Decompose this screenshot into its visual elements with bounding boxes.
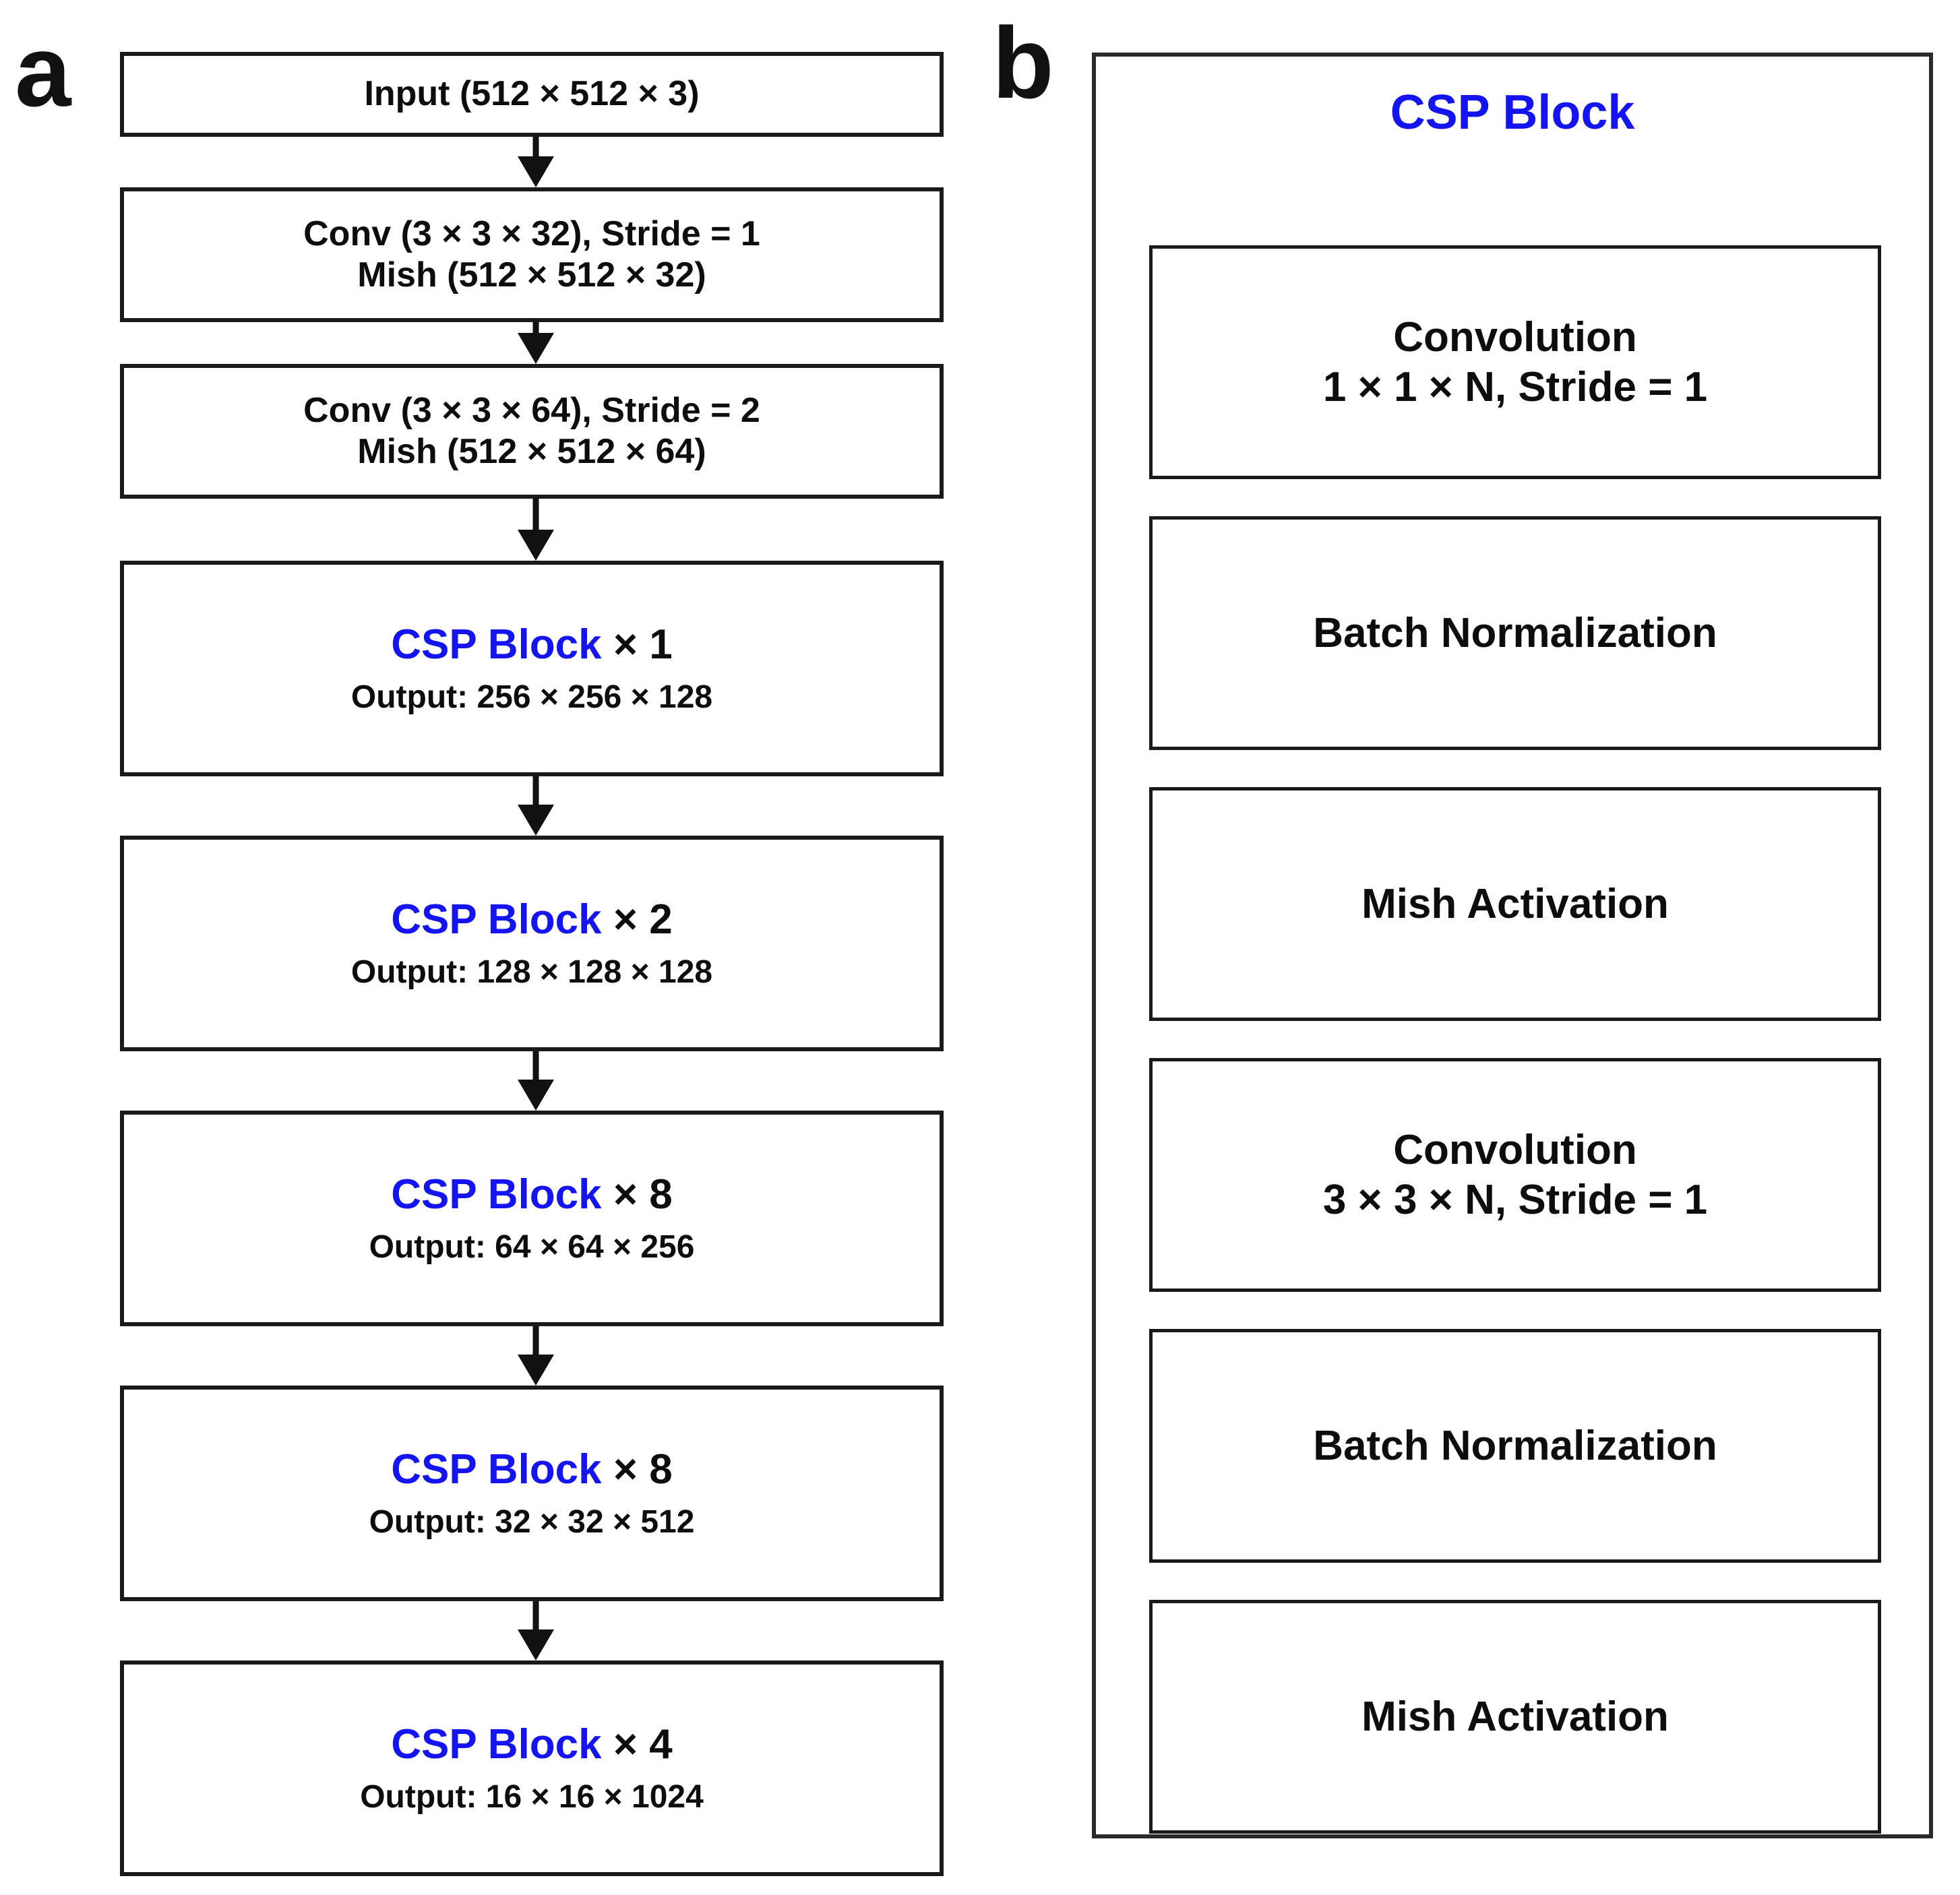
csp-label-blue-1: CSP Block	[391, 621, 602, 669]
flow-box-conv64-line-2: Mish (512 × 512 × 64)	[357, 432, 706, 471]
csp-step-conv-1x1-line-2: 1 × 1 × N, Stride = 1	[1322, 363, 1708, 410]
flow-box-conv32[interactable]: Conv (3 × 3 × 32), Stride = 1 Mish (512 …	[120, 187, 944, 322]
csp-multiplier-3: × 8	[601, 1171, 673, 1218]
flow-box-csp-block-2[interactable]: CSP Block × 2 Output: 128 × 128 × 128	[120, 836, 944, 1051]
flow-box-conv64[interactable]: Conv (3 × 3 × 64), Stride = 2 Mish (512 …	[120, 364, 944, 499]
csp-step-mish-1-line-1: Mish Activation	[1361, 880, 1669, 927]
flow-box-csp-block-8b-title: CSP Block × 8	[391, 1445, 673, 1494]
csp-step-batch-norm-1[interactable]: Batch Normalization	[1149, 516, 1881, 750]
flow-box-csp-block-4-output: Output: 16 × 16 × 1024	[360, 1779, 704, 1815]
csp-multiplier-5: × 4	[601, 1721, 673, 1768]
csp-step-conv-1x1[interactable]: Convolution 1 × 1 × N, Stride = 1	[1149, 245, 1881, 479]
flow-box-csp-block-8b-output: Output: 32 × 32 × 512	[369, 1504, 695, 1541]
csp-multiplier-1: × 1	[601, 621, 673, 669]
flow-box-input-line-1: Input (512 × 512 × 3)	[364, 74, 700, 114]
panel-b-letter: b	[992, 6, 1054, 119]
flow-box-input[interactable]: Input (512 × 512 × 3)	[120, 52, 944, 137]
csp-label-blue-2: CSP Block	[391, 896, 602, 943]
csp-step-conv-3x3-line-2: 3 × 3 × N, Stride = 1	[1322, 1176, 1708, 1223]
csp-step-mish-2-line-1: Mish Activation	[1361, 1693, 1669, 1740]
csp-label-blue-3: CSP Block	[391, 1171, 602, 1218]
flow-box-csp-block-1-title: CSP Block × 1	[391, 620, 673, 669]
csp-step-batch-norm-1-line-1: Batch Normalization	[1313, 609, 1717, 656]
csp-label-blue-4: CSP Block	[391, 1446, 602, 1493]
csp-step-conv-3x3-line-1: Convolution	[1393, 1127, 1637, 1174]
csp-step-conv-1x1-line-1: Convolution	[1393, 314, 1637, 361]
flow-box-csp-block-4-title: CSP Block × 4	[391, 1720, 673, 1769]
flow-box-csp-block-8a-output: Output: 64 × 64 × 256	[369, 1229, 695, 1266]
csp-block-container: CSP Block Convolution 1 × 1 × N, Stride …	[1092, 53, 1933, 1838]
flow-box-conv32-line-1: Conv (3 × 3 × 32), Stride = 1	[303, 214, 760, 253]
flow-box-csp-block-8b[interactable]: CSP Block × 8 Output: 32 × 32 × 512	[120, 1386, 944, 1601]
flow-box-csp-block-2-output: Output: 128 × 128 × 128	[350, 954, 713, 991]
csp-step-batch-norm-2-line-1: Batch Normalization	[1313, 1422, 1717, 1469]
flow-box-csp-block-4[interactable]: CSP Block × 4 Output: 16 × 16 × 1024	[120, 1660, 944, 1876]
flow-box-csp-block-1[interactable]: CSP Block × 1 Output: 256 × 256 × 128	[120, 561, 944, 776]
csp-step-batch-norm-2[interactable]: Batch Normalization	[1149, 1329, 1881, 1563]
csp-step-conv-3x3[interactable]: Convolution 3 × 3 × N, Stride = 1	[1149, 1058, 1881, 1292]
flow-box-conv32-line-2: Mish (512 × 512 × 32)	[357, 255, 706, 294]
csp-step-mish-1[interactable]: Mish Activation	[1149, 787, 1881, 1021]
csp-step-mish-2[interactable]: Mish Activation	[1149, 1600, 1881, 1834]
csp-multiplier-4: × 8	[601, 1446, 673, 1493]
flow-box-csp-block-1-output: Output: 256 × 256 × 128	[350, 679, 713, 716]
csp-multiplier-2: × 2	[601, 896, 673, 943]
flow-box-conv64-line-1: Conv (3 × 3 × 64), Stride = 2	[303, 390, 760, 430]
flow-box-csp-block-8a[interactable]: CSP Block × 8 Output: 64 × 64 × 256	[120, 1111, 944, 1326]
csp-label-blue-5: CSP Block	[391, 1721, 602, 1768]
flow-box-csp-block-8a-title: CSP Block × 8	[391, 1170, 673, 1219]
csp-block-title: CSP Block	[1390, 86, 1635, 139]
flow-box-csp-block-2-title: CSP Block × 2	[391, 895, 673, 944]
panel-a-letter: a	[15, 14, 71, 127]
